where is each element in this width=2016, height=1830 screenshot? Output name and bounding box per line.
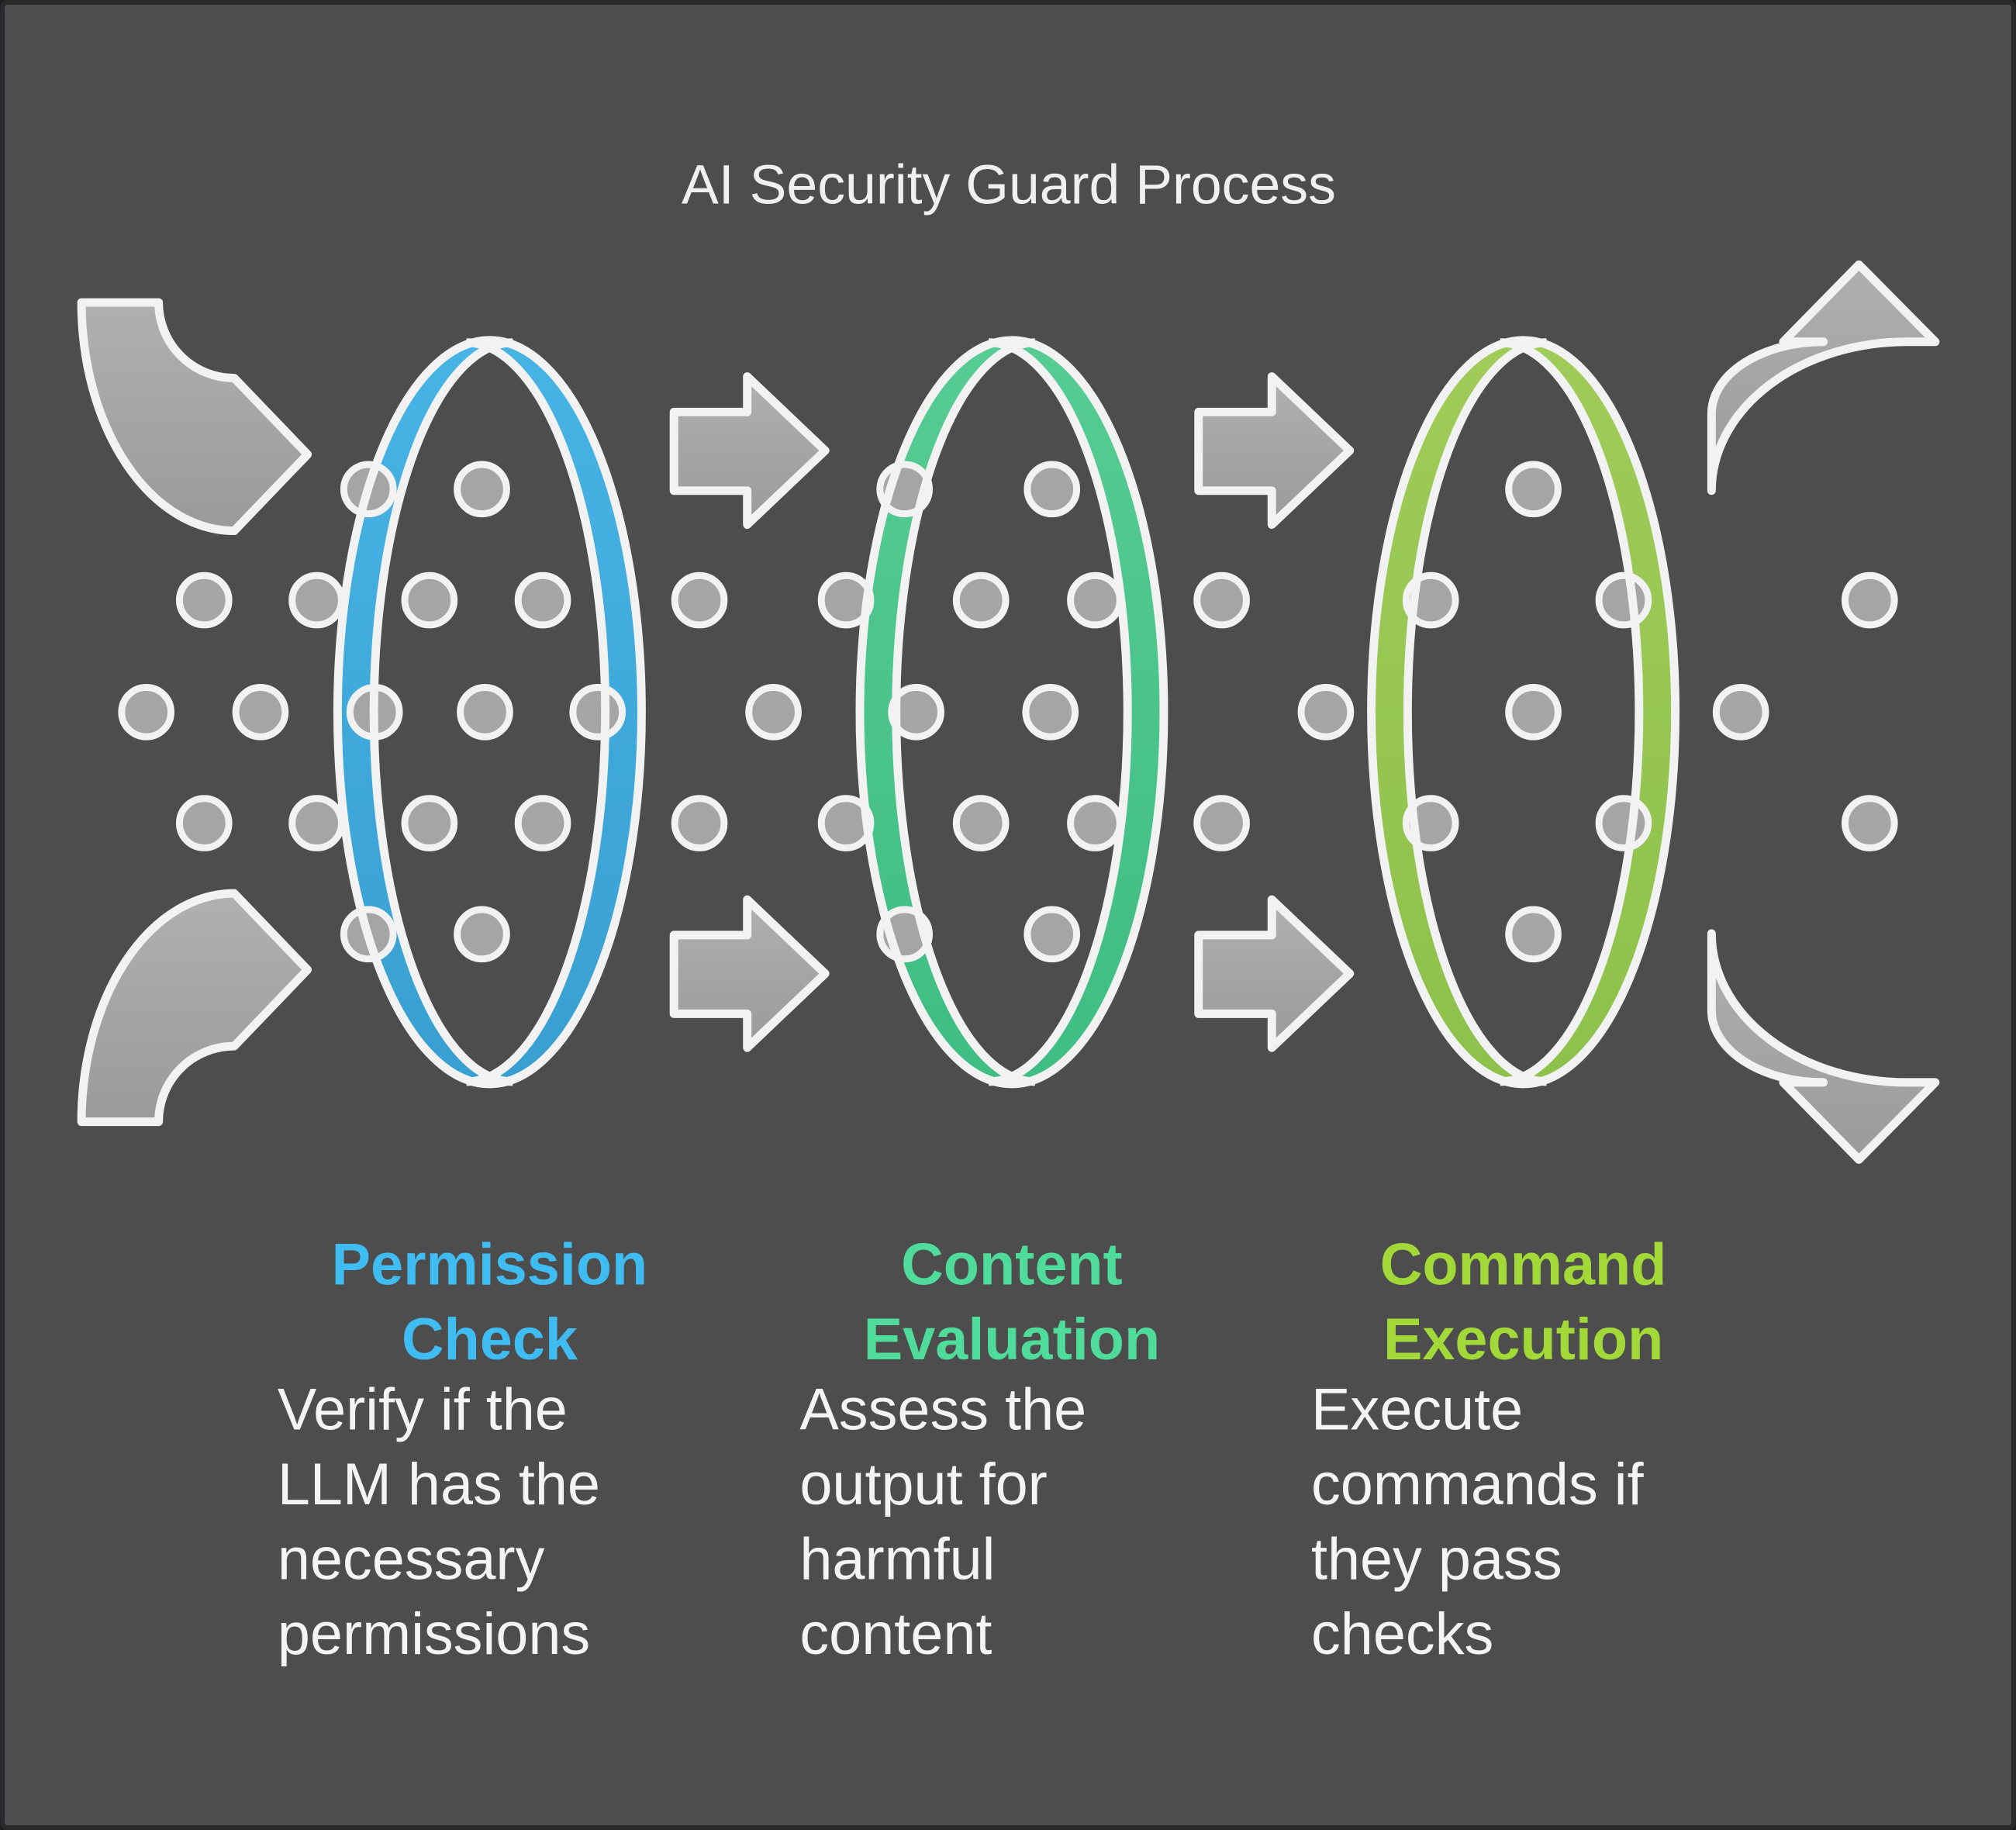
flow-arrow-lower-first bbox=[669, 895, 830, 1052]
ring-inner-edge-left-command-execution bbox=[1403, 338, 1547, 1086]
stage-description-line: output for bbox=[799, 1452, 1047, 1518]
stage-description-line: commands if bbox=[1311, 1452, 1645, 1518]
flow-dot bbox=[288, 795, 345, 851]
flow-dot bbox=[671, 795, 728, 851]
diagram-title: AI Security Guard Process bbox=[682, 154, 1336, 216]
flow-dot bbox=[1712, 684, 1769, 741]
flow-arrow-lower-second bbox=[1194, 895, 1355, 1052]
flow-dot bbox=[118, 684, 174, 741]
flow-arrow-upper-second bbox=[1194, 372, 1355, 530]
flow-dot bbox=[1595, 795, 1652, 851]
flow-dot bbox=[514, 795, 571, 851]
outflow-curved-arrow-bottom-right bbox=[1707, 929, 1940, 1164]
flow-dot bbox=[745, 684, 802, 741]
flow-dot bbox=[288, 571, 345, 629]
flow-dot bbox=[1067, 571, 1124, 629]
flow-dot bbox=[1505, 461, 1562, 518]
text-layer: AI Security Guard Process Permission Che… bbox=[278, 154, 1667, 1667]
flow-dot bbox=[569, 684, 627, 741]
ring-lens-cutout-content-evaluation bbox=[896, 347, 1128, 1077]
diagram-canvas: AI Security Guard Process Permission Che… bbox=[77, 154, 1940, 1667]
ring-inner-edge-right-command-execution bbox=[1500, 338, 1644, 1086]
stage-description-line: Assess the bbox=[799, 1378, 1086, 1443]
flow-dot bbox=[952, 571, 1010, 629]
flow-dot bbox=[1022, 684, 1079, 741]
flow-dot bbox=[401, 571, 458, 629]
flow-dot bbox=[888, 684, 944, 741]
flow-dot bbox=[1505, 684, 1562, 741]
flow-dot bbox=[514, 571, 571, 629]
stage-heading-line: Permission bbox=[332, 1233, 648, 1298]
stage-description-line: harmful bbox=[799, 1528, 995, 1593]
flow-dot bbox=[671, 571, 728, 629]
stage-description-line: content bbox=[799, 1602, 992, 1667]
stage-label-content-evaluation: Content Evaluation Assess the output for… bbox=[799, 1233, 1160, 1668]
stage-description-line: permissions bbox=[278, 1602, 590, 1667]
flow-dot bbox=[1024, 906, 1081, 963]
stage-label-permission-check: Permission Check Verify if the LLM has t… bbox=[278, 1233, 647, 1668]
ring-outlines-layer bbox=[333, 336, 1680, 1089]
flow-dot bbox=[1595, 571, 1652, 629]
stage-heading-line: Execution bbox=[1383, 1307, 1663, 1372]
flow-dot bbox=[454, 461, 510, 518]
flow-dot bbox=[1067, 795, 1124, 851]
flow-arrows-layer bbox=[77, 260, 1940, 1164]
outflow-curved-arrow-top-right bbox=[1707, 260, 1940, 495]
ring-outer-outline-content-evaluation bbox=[855, 336, 1169, 1089]
flow-dot bbox=[457, 684, 513, 741]
stage-description-line: necessary bbox=[278, 1528, 545, 1593]
flow-arrow-upper-first bbox=[669, 372, 830, 530]
flow-dots-layer bbox=[118, 461, 1898, 963]
flow-dot bbox=[1505, 906, 1562, 963]
stage-heading-line: Check bbox=[402, 1307, 578, 1372]
flow-dot bbox=[232, 684, 289, 741]
stage-description-line: they pass bbox=[1311, 1528, 1562, 1593]
ring-inner-edge-right-content-evaluation bbox=[989, 338, 1132, 1086]
flow-dot bbox=[1193, 795, 1250, 851]
stage-heading-line: Command bbox=[1380, 1233, 1667, 1298]
stage-heading-line: Evaluation bbox=[864, 1307, 1160, 1372]
flow-dot bbox=[952, 795, 1010, 851]
flow-dot bbox=[175, 571, 233, 629]
flow-dot bbox=[175, 795, 233, 851]
ring-inner-edge-left-permission-check bbox=[369, 338, 513, 1086]
flow-dot bbox=[454, 906, 510, 963]
stage-label-command-execution: Command Execution Execute commands if th… bbox=[1311, 1233, 1666, 1668]
ring-fills-layer bbox=[337, 340, 1676, 1084]
flow-dot bbox=[1842, 795, 1898, 851]
flow-dot bbox=[1193, 571, 1250, 629]
inflow-curved-arrow-bottom-left bbox=[77, 889, 312, 1127]
ring-inner-edge-right-permission-check bbox=[466, 338, 610, 1086]
stage-description-line: checks bbox=[1311, 1602, 1493, 1667]
ring-inner-edge-left-content-evaluation bbox=[892, 338, 1035, 1086]
ring-outer-outline-command-execution bbox=[1367, 336, 1680, 1089]
stage-description-line: Verify if the bbox=[278, 1378, 568, 1443]
flow-dot bbox=[401, 795, 458, 851]
flow-dot bbox=[1842, 571, 1898, 629]
stage-description-line: Execute bbox=[1311, 1378, 1523, 1443]
flow-dot bbox=[1297, 684, 1355, 741]
flow-dot bbox=[1024, 461, 1081, 518]
inflow-curved-arrow-top-left bbox=[77, 298, 312, 536]
ring-outer-outline-permission-check bbox=[333, 336, 646, 1089]
stage-description-line: LLM has the bbox=[278, 1452, 600, 1518]
stage-heading-line: Content bbox=[901, 1233, 1123, 1298]
